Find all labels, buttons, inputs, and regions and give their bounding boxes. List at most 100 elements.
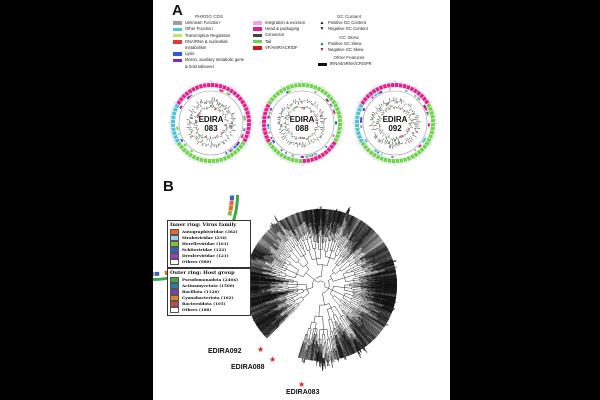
internal-branch (271, 239, 280, 247)
cds-outer (426, 137, 432, 143)
cds-outer (337, 123, 342, 127)
internal-branch (303, 240, 308, 251)
internal-branch (341, 220, 347, 232)
legend-phrog-title: PHROG CDS (195, 14, 223, 19)
cds-inner (380, 153, 383, 156)
cds-outer (226, 154, 231, 160)
internal-branch (384, 266, 397, 270)
internal-branch (261, 289, 268, 291)
internal-branch (332, 219, 335, 229)
scale-tick (337, 143, 340, 145)
internal-branch (333, 239, 339, 252)
leaf-branch (365, 226, 371, 233)
leaf-branch (381, 255, 392, 261)
internal-branch (276, 301, 285, 306)
internal-branch (352, 244, 359, 251)
leaf-branch (277, 222, 279, 225)
leaf-branch (255, 320, 261, 324)
cds-outer (416, 90, 422, 96)
internal-branch (345, 216, 348, 222)
internal-branch (302, 248, 307, 255)
map-label-line1: EDIRA (383, 115, 408, 124)
cds-outer (329, 144, 335, 150)
gc-skew-bar (382, 132, 384, 134)
gc-content-bar (386, 102, 388, 106)
internal-branch (358, 236, 363, 241)
legend-swatch (253, 39, 262, 44)
gc-skew-bar (294, 137, 296, 140)
gc-skew-bar (288, 114, 290, 116)
leaf-branch (308, 210, 310, 214)
internal-branch (362, 298, 376, 303)
scale-tick (430, 143, 433, 145)
leaf-branch (366, 232, 377, 243)
internal-branch (298, 299, 304, 305)
internal-branch (333, 229, 335, 235)
scale-tick (337, 101, 340, 103)
leaf-branch (303, 210, 306, 217)
internal-branch (265, 299, 278, 305)
internal-branch (271, 226, 278, 234)
gc-content-bar (323, 128, 326, 130)
leaf-branch (285, 217, 291, 227)
internal-branch (343, 229, 347, 237)
internal-branch (300, 215, 303, 224)
gc-content-bar (378, 108, 382, 112)
internal-branch (382, 306, 393, 311)
internal-branch (280, 309, 287, 316)
internal-branch (351, 267, 363, 273)
internal-branch (347, 313, 352, 318)
leaf-branch (254, 247, 260, 251)
internal-branch (262, 251, 271, 257)
internal-branch (272, 302, 280, 306)
gc-skew-bar (401, 106, 404, 109)
internal-branch (331, 209, 334, 221)
leaf-branch (276, 223, 281, 229)
leaf-branch (366, 328, 377, 338)
internal-branch (325, 216, 327, 230)
gc-skew-bar (315, 113, 319, 116)
leaf-branch (349, 214, 351, 217)
internal-branch (267, 323, 272, 327)
internal-branch (352, 292, 360, 295)
gc-content-bar (188, 133, 192, 136)
internal-branch (374, 306, 386, 312)
leaf-branch (252, 308, 272, 318)
internal-branch (334, 210, 338, 223)
internal-branch (250, 257, 256, 260)
internal-branch (254, 269, 263, 272)
cds-inner (280, 148, 283, 152)
gc-content-bar (190, 130, 194, 132)
internal-branch (367, 289, 375, 291)
gc-skew-bar (385, 109, 388, 113)
internal-branch (334, 221, 339, 234)
internal-branch (347, 242, 354, 250)
gc-content-bar (414, 116, 417, 118)
gc-content-bar (194, 136, 198, 139)
cds-outer (262, 119, 267, 123)
internal-branch (282, 223, 287, 230)
gc-content-bar (188, 109, 193, 112)
cds-inner (332, 110, 336, 115)
leaf-branch (251, 307, 273, 317)
internal-branch (293, 281, 298, 283)
internal-branch (257, 276, 264, 278)
internal-branch (264, 244, 271, 250)
internal-branch (301, 223, 306, 235)
legend-swatch (318, 62, 327, 67)
internal-branch (359, 325, 369, 335)
gc-content-bar (200, 100, 202, 104)
gc-content-bar (293, 143, 295, 146)
internal-branch (263, 319, 273, 327)
leaf-branch (274, 215, 279, 223)
gc-content-bar (407, 140, 410, 144)
gc-content-bar (416, 127, 421, 129)
internal-branch (361, 313, 370, 320)
internal-branch (304, 234, 307, 240)
internal-branch (326, 221, 328, 228)
leaf-branch (288, 215, 292, 221)
internal-branch (367, 292, 378, 295)
leaf-branch (377, 251, 390, 258)
gc-content-bar (316, 107, 319, 109)
gc-skew-bar (385, 108, 388, 110)
